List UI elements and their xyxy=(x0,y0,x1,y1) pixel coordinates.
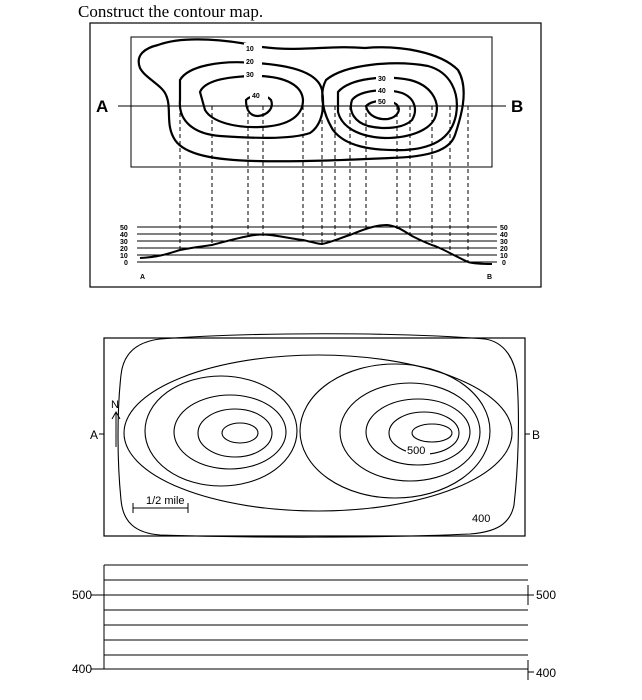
contour-label-30-right: 30 xyxy=(378,76,386,83)
north-arrow-icon xyxy=(111,410,121,447)
contour-left-1 xyxy=(144,375,298,487)
grid-left-500: 500 xyxy=(72,588,92,602)
contour-right-5 xyxy=(411,423,453,443)
scale-left-50: 50 xyxy=(120,225,128,232)
contour-label-40-right: 40 xyxy=(378,88,386,95)
example-contour-labels: 10 20 30 40 30 40 50 xyxy=(244,43,394,106)
scale-left-30: 30 xyxy=(120,239,128,246)
grid-left-400: 400 xyxy=(72,662,92,676)
example-profile-scale: 50 40 30 20 10 0 50 40 30 20 10 0 A B xyxy=(120,225,508,281)
scale-label: 1/2 mile xyxy=(146,495,185,507)
scale-right-40: 40 xyxy=(500,232,508,239)
profile-point-b: B xyxy=(487,274,492,281)
example-map-box xyxy=(130,36,493,168)
profile-point-a: A xyxy=(140,274,145,281)
contour-label-10: 10 xyxy=(246,46,254,53)
scale-right-20: 20 xyxy=(500,246,508,253)
grid-right-500: 500 xyxy=(536,588,556,602)
contour-label-50-right: 50 xyxy=(378,99,386,106)
example-point-a: A xyxy=(96,97,108,116)
contour-400 xyxy=(117,333,519,538)
example-profile-grid xyxy=(137,226,497,263)
scale-right-0: 0 xyxy=(502,260,506,267)
contour-left-3 xyxy=(197,408,273,458)
contour-left-4 xyxy=(221,422,259,444)
contour-20-right xyxy=(321,62,458,152)
scale-right-30: 30 xyxy=(500,239,508,246)
exercise-point-b: B xyxy=(532,428,540,442)
contour-right-2 xyxy=(339,382,481,482)
page-title: Construct the contour map. xyxy=(78,2,264,21)
contour-left-2 xyxy=(173,394,287,470)
example-projection-lines xyxy=(179,106,469,262)
exercise-map: A B 500 400 N xyxy=(90,333,540,538)
example-profile-curve xyxy=(139,223,493,265)
contour-label-20: 20 xyxy=(246,59,254,66)
scale-left-20: 20 xyxy=(120,246,128,253)
scale-right-10: 10 xyxy=(500,253,508,260)
contour-outer xyxy=(123,354,513,512)
contour-right-3 xyxy=(365,398,471,466)
north-label: N xyxy=(111,399,119,411)
scale-bar xyxy=(132,503,189,513)
contour-label-40: 40 xyxy=(252,93,260,100)
scale-right-50: 50 xyxy=(500,225,508,232)
contour-right-1 xyxy=(299,363,491,499)
example-frame xyxy=(89,22,542,288)
contour-label-500: 500 xyxy=(407,445,425,457)
profile-grid xyxy=(91,564,534,680)
scale-left-10: 10 xyxy=(120,253,128,260)
grid-right-400: 400 xyxy=(536,666,556,680)
contour-label-30: 30 xyxy=(246,72,254,79)
contour-30-left xyxy=(198,74,305,129)
exercise-map-frame xyxy=(103,337,526,537)
exercise-contours xyxy=(117,333,519,538)
scale-left-40: 40 xyxy=(120,232,128,239)
contour-10 xyxy=(137,38,465,163)
example-figure: A B 10 20 30 40 30 40 xyxy=(89,22,542,288)
example-contours xyxy=(137,38,465,163)
contour-label-400: 400 xyxy=(472,513,490,525)
example-point-b: B xyxy=(511,97,523,116)
scale-left-0: 0 xyxy=(124,260,128,267)
exercise-point-a: A xyxy=(90,428,98,442)
